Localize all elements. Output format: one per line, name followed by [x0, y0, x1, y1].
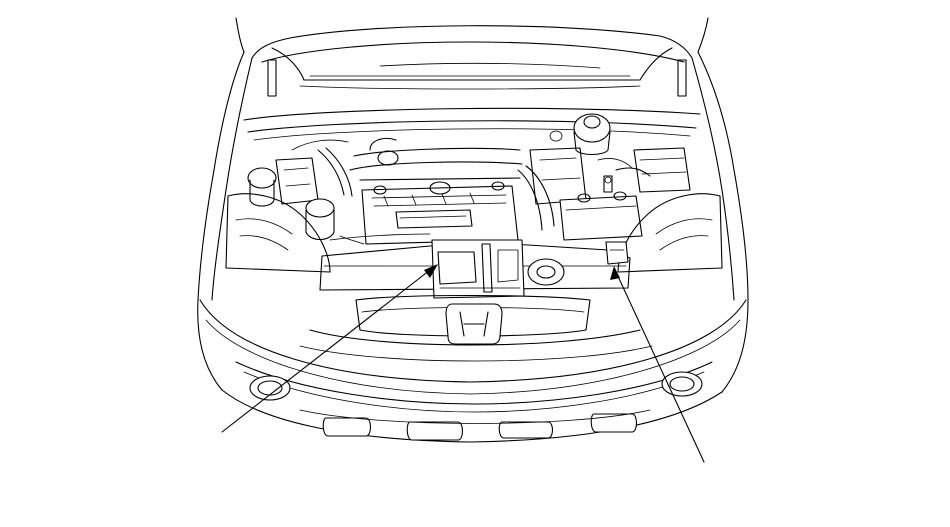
engine-block — [349, 137, 587, 245]
right-bay-components — [549, 113, 691, 241]
front-grille — [299, 294, 653, 362]
callout-leader-right — [610, 266, 705, 463]
front-bumper — [235, 361, 713, 441]
callout-leader-left — [221, 264, 438, 433]
vehicle-body-outline — [197, 17, 749, 443]
left-bay-components — [247, 139, 365, 245]
hood — [243, 25, 701, 141]
